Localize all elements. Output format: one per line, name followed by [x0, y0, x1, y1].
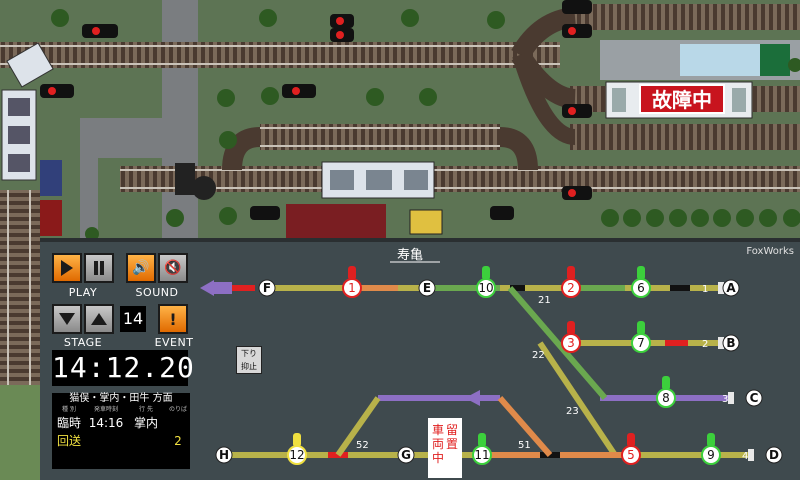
signal-nodes: 1 10 2 6 3 7 8 5 9 11 12: [287, 266, 721, 465]
end-B: B: [726, 336, 735, 350]
sound-label: SOUND: [135, 286, 179, 299]
sound-off-button[interactable]: 🔇: [158, 253, 188, 283]
end-E: E: [423, 281, 431, 295]
event-button[interactable]: !: [158, 304, 188, 334]
end-D: D: [769, 448, 779, 462]
board-header-platform: のりば: [168, 406, 187, 413]
game-clock: 14:12.20: [52, 350, 195, 386]
departure-board: 猫俣・掌内・田牛 方面 種 別 発車時刻 行 先 のりば 臨時 14:16 掌内…: [52, 393, 190, 469]
switch-51[interactable]: 51: [518, 440, 531, 451]
end-A: A: [726, 281, 736, 295]
station-name: 寿亀: [397, 248, 423, 263]
stop-button[interactable]: 下り抑止: [236, 346, 262, 374]
pause-icon: [94, 261, 104, 275]
switch-21[interactable]: 21: [538, 295, 551, 306]
board-direction: 猫俣・掌内・田牛 方面: [69, 393, 173, 404]
train-corner: [6, 42, 54, 88]
end-F: F: [263, 281, 271, 295]
signal-5[interactable]: 5: [627, 448, 635, 462]
board-header-dest: 行 先: [139, 406, 153, 413]
board-header-time: 発車時刻: [93, 406, 118, 413]
mute-icon: 🔇: [164, 260, 182, 276]
speaker-icon: 🔊: [132, 260, 150, 276]
signal-11[interactable]: 11: [474, 448, 489, 462]
exclamation-icon: !: [169, 309, 177, 329]
signal-3[interactable]: 3: [567, 336, 575, 350]
end-H: H: [219, 448, 229, 462]
track-num-1: 1: [702, 284, 708, 295]
parked-label: 留置車両中: [432, 423, 458, 465]
switch-23[interactable]: 23: [566, 406, 579, 417]
switch-22[interactable]: 22: [532, 350, 545, 361]
track-num-4: 4: [742, 451, 748, 462]
down-arrow-icon: [59, 313, 75, 325]
board-header-type: 種 別: [62, 406, 76, 413]
board-row2-time: [86, 432, 126, 450]
signal-8[interactable]: 8: [662, 391, 670, 405]
stage-label: STAGE: [63, 336, 103, 349]
signal-9[interactable]: 9: [707, 448, 715, 462]
up-arrow-icon: [91, 313, 107, 325]
board-row1-platform: [166, 414, 190, 432]
brand-label: FoxWorks: [746, 246, 794, 257]
event-label: EVENT: [154, 336, 194, 349]
play-icon: [61, 260, 73, 276]
track-num-2: 2: [702, 339, 708, 350]
stage-number: 14: [120, 306, 146, 332]
fault-sign: 故障中: [652, 88, 712, 112]
switch-52[interactable]: 52: [356, 440, 369, 451]
end-C: C: [750, 391, 759, 405]
board-row2-dest: [126, 432, 166, 450]
board-row1-dest: 掌内: [133, 416, 158, 430]
stage-down-button[interactable]: [52, 304, 82, 334]
signal-6[interactable]: 6: [637, 281, 645, 295]
end-G: G: [401, 448, 411, 462]
board-row: 回送 2: [52, 432, 190, 450]
signal-2[interactable]: 2: [567, 281, 575, 295]
signal-10[interactable]: 10: [478, 281, 493, 295]
play-button[interactable]: [52, 253, 82, 283]
signal-1[interactable]: 1: [348, 281, 356, 295]
pause-button[interactable]: [84, 253, 114, 283]
train-middle: [321, 161, 435, 199]
train-left: [1, 89, 37, 181]
play-label: PLAY: [68, 286, 98, 299]
board-row2-platform: 2: [174, 434, 182, 448]
signal-12[interactable]: 12: [289, 448, 304, 462]
stage-up-button[interactable]: [84, 304, 114, 334]
board-row1-type: 臨時: [56, 416, 81, 430]
signal-7[interactable]: 7: [637, 336, 645, 350]
board-row2-type: 回送: [56, 434, 81, 448]
sound-on-button[interactable]: 🔊: [126, 253, 156, 283]
game-field: 故障中: [0, 0, 800, 385]
board-row: 臨時 14:16 掌内: [52, 414, 190, 432]
field-signals: [40, 0, 592, 220]
track-num-3: 3: [722, 394, 728, 405]
fault-sign-bg: [639, 84, 725, 114]
board-row1-time: 14:16: [88, 416, 124, 430]
